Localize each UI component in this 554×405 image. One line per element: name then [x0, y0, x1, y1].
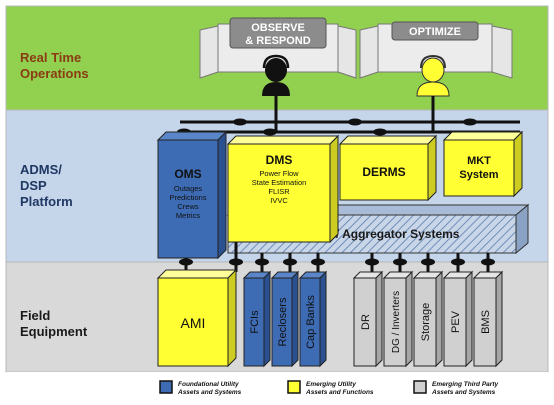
optimize-banner-text: OPTIMIZE [409, 26, 461, 38]
bms-block: BMS [472, 270, 504, 368]
legend-item-emerging-utility: Emerging Utility Assets and Functions [287, 380, 374, 396]
dms-line-power-flow: Power Flow [259, 169, 299, 178]
dms-block: DMS Power Flow State Estimation FLISR IV… [226, 134, 340, 244]
dg-inverters-block: DG / Inverters [382, 270, 414, 368]
fcis-block: FCIs [242, 270, 272, 368]
legend-item-foundational: Foundational Utility Assets and Systems [159, 380, 242, 396]
mkt-title-line2: System [459, 169, 498, 181]
dms-line-state-estimation: State Estimation [252, 178, 307, 187]
legend-band [6, 372, 548, 402]
storage-label: Storage [420, 303, 432, 342]
oms-block: OMS Outages Predictions Crews Metrics [156, 130, 228, 260]
derms-block: DERMS [338, 134, 438, 202]
legend-emerging-line2: Assets and Functions [305, 389, 374, 396]
field-label: Field [20, 308, 50, 323]
legend-item-third-party: Emerging Third Party Assets and Systems [413, 380, 498, 396]
ami-block: AMI [156, 268, 238, 368]
dms-title: DMS [266, 153, 293, 167]
reclosers-block: Reclosers [270, 270, 300, 368]
legend-swatch-blue [159, 380, 173, 394]
observe-banner-line1: OBSERVE [251, 22, 305, 34]
oms-line-metrics: Metrics [176, 211, 200, 220]
cap-banks-label: Cap Banks [305, 295, 317, 349]
legend-third-party-line1: Emerging Third Party [432, 381, 498, 388]
mkt-title-line1: MKT [467, 155, 491, 167]
legend: Foundational Utility Assets and Systems … [159, 380, 498, 396]
operator-black-icon [262, 54, 290, 96]
dr-block: DR [352, 270, 384, 368]
storage-block: Storage [412, 270, 444, 368]
platform-label: ADMS/ [20, 162, 62, 177]
realtime-label: Real Time [20, 50, 81, 65]
ami-label: AMI [181, 315, 206, 331]
observe-banner-line2: & RESPOND [245, 35, 310, 47]
platform-label-line2: DSP [20, 178, 47, 193]
dg-inverters-label: DG / Inverters [391, 291, 402, 353]
legend-foundational-line1: Foundational Utility [178, 381, 239, 388]
cap-banks-block: Cap Banks [298, 270, 328, 368]
oms-line-crews: Crews [177, 202, 199, 211]
observe-monitor-wall: OBSERVE & RESPOND [199, 17, 357, 96]
realtime-label-line2: Operations [20, 66, 89, 81]
optimize-banner [391, 21, 479, 41]
dms-line-ivvc: IVVC [270, 196, 288, 205]
fcis-label: FCIs [249, 310, 261, 334]
oms-line-predictions: Predictions [169, 193, 206, 202]
observe-banner [229, 17, 327, 49]
dms-line-flisr: FLISR [268, 187, 290, 196]
reclosers-label: Reclosers [277, 297, 289, 346]
field-connector-nodes [179, 258, 495, 266]
operator-yellow-icon [416, 54, 450, 97]
mkt-system-block: MKT System [442, 130, 524, 198]
pev-block: PEV [442, 270, 474, 368]
legend-swatch-yellow [287, 380, 301, 394]
platform-label-line3: Platform [20, 194, 73, 209]
oms-title: OMS [174, 167, 201, 181]
derms-title: DERMS [362, 165, 405, 179]
legend-foundational-line2: Assets and Systems [177, 389, 242, 396]
pev-label: PEV [450, 310, 462, 333]
oms-line-outages: Outages [174, 184, 203, 193]
legend-swatch-gray [413, 380, 427, 394]
legend-emerging-line1: Emerging Utility [306, 381, 356, 388]
bms-label: BMS [480, 310, 492, 334]
legend-third-party-line2: Assets and Systems [431, 389, 496, 396]
optimize-monitor-wall: OPTIMIZE [359, 21, 513, 97]
dr-label: DR [360, 314, 372, 330]
field-label-line2: Equipment [20, 324, 88, 339]
